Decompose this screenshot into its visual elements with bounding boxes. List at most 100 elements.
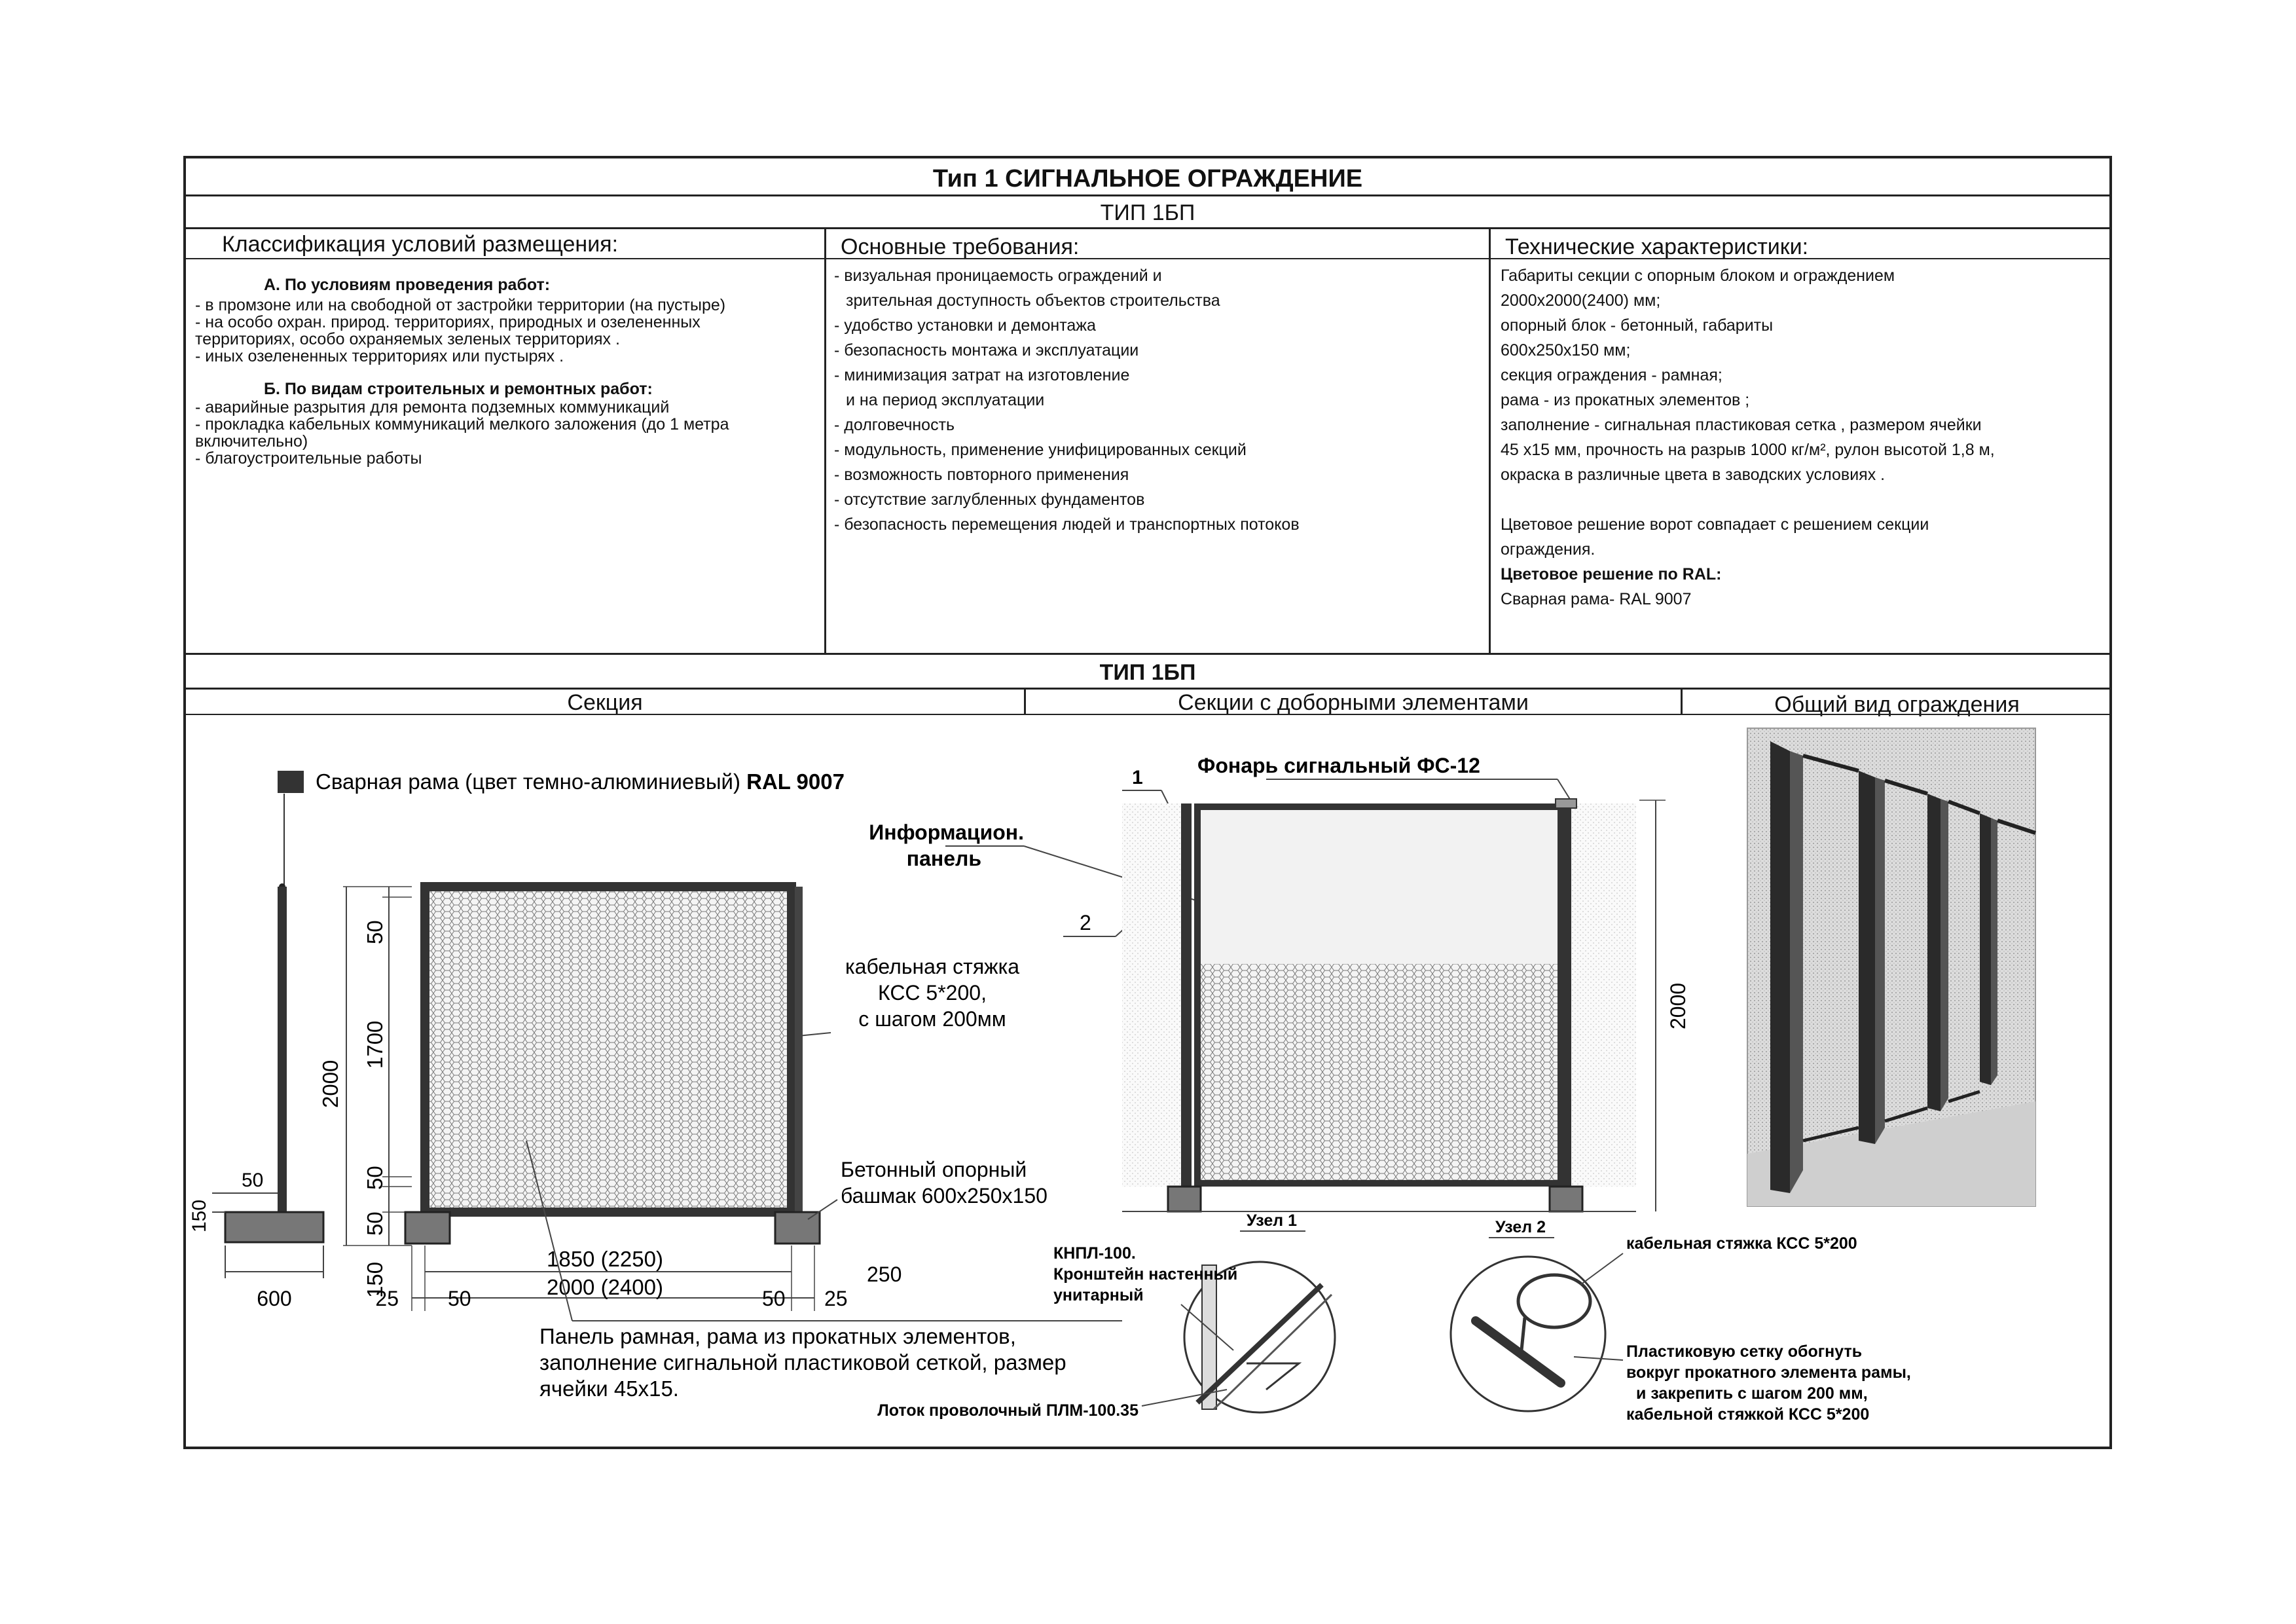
- section-header: Секция: [567, 690, 643, 715]
- base-label-1: Бетонный опорный: [841, 1158, 1027, 1181]
- list-item: - на особо охран. природ. территориях, п…: [195, 313, 701, 331]
- bracket-label-2: Кронштейн настенный: [1053, 1265, 1237, 1283]
- legend-swatch: [278, 771, 304, 793]
- list-item: - иных озелененных территориях или пусты…: [195, 347, 564, 365]
- node-1-post: [1201, 1264, 1217, 1410]
- list-item: - отсутствие заглубленных фундаментов: [834, 490, 1145, 509]
- divider: [186, 653, 2109, 655]
- spec-line: заполнение - сигнальная пластиковая сетк…: [1501, 416, 1982, 434]
- list-item: - безопасность монтажа и эксплуатации: [834, 341, 1139, 360]
- panel-label-3: ячейки 45х15.: [539, 1376, 679, 1401]
- dim-2000-v: 2000: [318, 1060, 342, 1108]
- node-2-label: Узел 2: [1495, 1218, 1546, 1236]
- subtitle-2: ТИП 1БП: [1099, 660, 1196, 685]
- list-item: - удобство установки и демонтажа: [834, 316, 1096, 335]
- tie-label-1: кабельная стяжка: [845, 955, 1019, 978]
- column-divider: [1489, 227, 1491, 653]
- drawing-sheet: Тип 1 СИГНАЛЬНОЕ ОГРАЖДЕНИЕ ТИП 1БП Клас…: [183, 156, 2112, 1449]
- node-1-circle: [1183, 1261, 1336, 1414]
- main-title: Тип 1 СИГНАЛЬНОЕ ОГРАЖДЕНИЕ: [932, 165, 1363, 193]
- list-item: зрительная доступность объектов строител…: [846, 291, 1220, 310]
- dim-150-low: 150: [363, 1262, 387, 1298]
- spec-line: Габариты секции с опорным блоком и ограж…: [1501, 267, 1895, 285]
- wire-tray: [1195, 1283, 1324, 1405]
- drawing-area: Сварная рама (цвет темно-алюминиевый) RA…: [189, 728, 2036, 1424]
- list-item: и на период эксплуатации: [846, 391, 1045, 409]
- list-item: включительно): [195, 432, 308, 451]
- legend-label: Сварная рама (цвет темно-алюминиевый) RA…: [316, 769, 845, 794]
- list-item: - возможность повторного применения: [834, 466, 1129, 484]
- list-item: - в промзоне или на свободной от застрой…: [195, 296, 726, 314]
- dim-50-right: 50: [762, 1287, 786, 1310]
- spec-line: 45 х15 мм, прочность на разрыв 1000 кг/м…: [1501, 441, 1995, 459]
- bracket-label-1: КНПЛ-100.: [1053, 1244, 1136, 1263]
- spec-line: Цветовое решение ворот совпадает с решен…: [1501, 515, 1929, 534]
- tie-label-2: КСС 5*200,: [878, 981, 987, 1005]
- node-2-note-3: и закрепить с шагом 200 мм,: [1636, 1384, 1868, 1403]
- extra-base-right: [1548, 1185, 1584, 1213]
- base-label-2: башмак 600х250х150: [841, 1184, 1048, 1208]
- specs-title: Технические характеристики:: [1505, 234, 1809, 259]
- dim-50-side: 50: [242, 1170, 263, 1191]
- list-item: территориях, особо охраняемых зеленых те…: [195, 330, 620, 348]
- dim-1850: 1850 (2250): [547, 1247, 663, 1271]
- dim-50-top: 50: [363, 920, 387, 944]
- divider: [186, 688, 2109, 690]
- list-item: - прокладка кабельных коммуникаций мелко…: [195, 415, 729, 434]
- classification-title: Классификация условий размещения:: [222, 232, 619, 257]
- spec-line: окраска в различные цвета в заводских ус…: [1501, 466, 1886, 484]
- tie-label-3: с шагом 200мм: [858, 1007, 1006, 1031]
- dim-50-low: 50: [363, 1211, 387, 1236]
- node-2-note-1: Пластиковую сетку обогнуть: [1626, 1342, 1862, 1361]
- column-divider: [824, 227, 826, 653]
- lamp-label: Фонарь сигнальный ФС-12: [1197, 754, 1480, 777]
- list-item: - визуальная проницаемость ограждений и: [834, 267, 1162, 285]
- extra-post-right: [1561, 803, 1571, 1187]
- dim-25-left: 25: [375, 1287, 399, 1310]
- node-2-tie-label: кабельная стяжка КСС 5*200: [1626, 1234, 1857, 1253]
- info-panel: [1194, 803, 1561, 964]
- column-divider: [1681, 688, 1683, 715]
- panel-label-1: Панель рамная, рама из прокатных элемент…: [539, 1324, 1016, 1348]
- spec-line: ограждения.: [1501, 540, 1595, 559]
- dim-50-left: 50: [448, 1287, 471, 1310]
- dim-50-mid: 50: [363, 1166, 387, 1190]
- marker-1: 1: [1132, 767, 1143, 788]
- requirements-title: Основные требования:: [841, 234, 1080, 259]
- subtitle: ТИП 1БП: [1100, 200, 1195, 225]
- signal-lamp: [1555, 798, 1577, 809]
- list-item: - долговечность: [834, 416, 955, 434]
- general-view-image: [1747, 728, 2036, 1207]
- wall-bracket: [1247, 1362, 1302, 1391]
- spec-line: опорный блок - бетонный, габариты: [1501, 316, 1774, 335]
- divider: [186, 227, 2109, 229]
- spec-line: 2000х2000(2400) мм;: [1501, 291, 1661, 310]
- welded-frame: [420, 882, 796, 1217]
- node-2-note-4: кабельной стяжкой КСС 5*200: [1626, 1405, 1869, 1424]
- divider: [186, 714, 2109, 715]
- specs-block: Габариты секции с опорным блоком и ограж…: [1501, 263, 1995, 612]
- dim-250: 250: [867, 1263, 902, 1286]
- extra-base-left: [1167, 1185, 1202, 1213]
- requirements-block: - визуальная проницаемость ограждений и …: [834, 263, 1300, 537]
- general-view-header: Общий вид ограждения: [1774, 692, 2020, 717]
- ral-title: Цветовое решение по RAL:: [1501, 565, 1722, 583]
- ral-value: Сварная рама- RAL 9007: [1501, 590, 1692, 608]
- list-item: - безопасность перемещения людей и транс…: [834, 515, 1300, 534]
- tray-label: Лоток проволочный ПЛМ-100.35: [877, 1401, 1139, 1420]
- dim-25-right: 25: [824, 1287, 848, 1310]
- mesh-fill: [425, 887, 792, 1212]
- section-a-title: А. По условиям проведения работ:: [264, 276, 551, 294]
- list-item: - аварийные разрытия для ремонта подземн…: [195, 398, 670, 416]
- dim-600: 600: [257, 1287, 291, 1310]
- node-2-circle: [1449, 1255, 1607, 1412]
- dim-150-side: 150: [189, 1200, 210, 1232]
- bracket-label-3: унитарный: [1053, 1286, 1144, 1304]
- list-item: - минимизация затрат на изготовление: [834, 366, 1130, 384]
- list-item: - благоустроительные работы: [195, 449, 422, 468]
- panel-label-2: заполнение сигнальной пластиковой сеткой…: [539, 1350, 1066, 1375]
- cable-tie: [1471, 1316, 1565, 1388]
- info-panel-label-1: Информацион.: [869, 821, 1024, 844]
- extra-post-left: [1181, 803, 1192, 1187]
- classification-block: А. По условиям проведения работ: - в про…: [195, 273, 729, 467]
